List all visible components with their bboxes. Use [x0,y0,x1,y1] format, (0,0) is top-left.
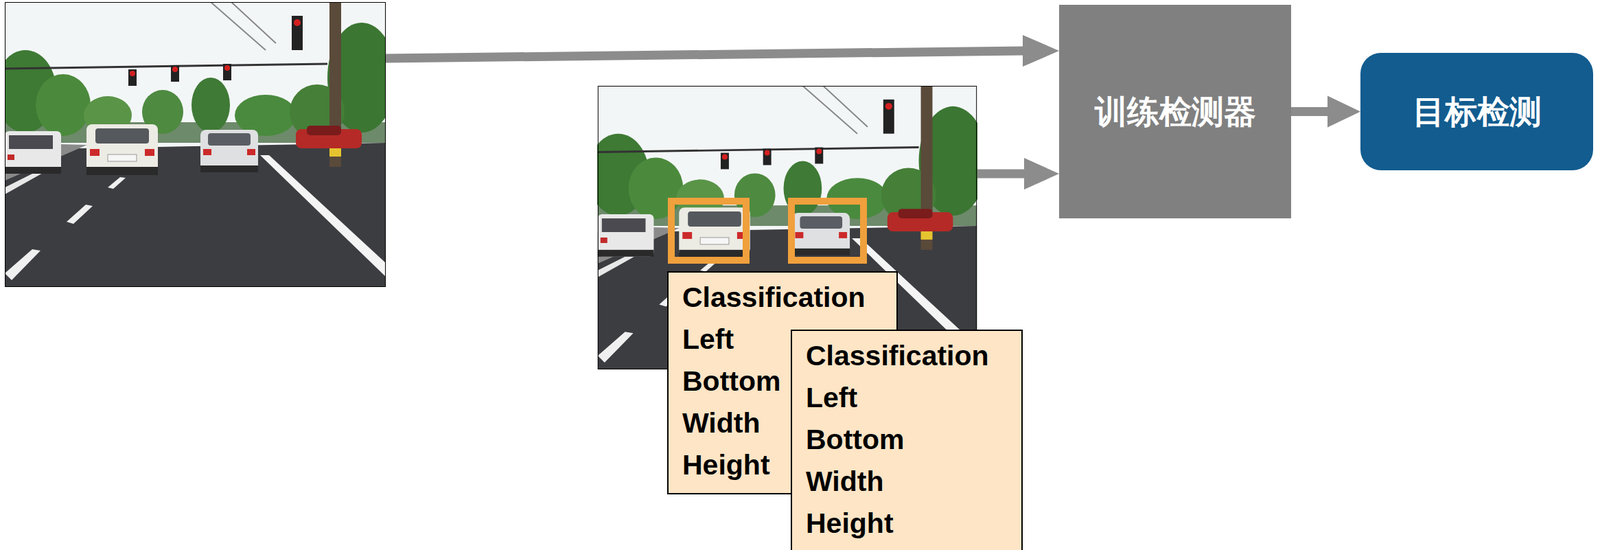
annotation-box: ClassificationLeftBottomWidthHeight [790,329,1023,550]
process-box: 训练检测器 [1059,4,1292,219]
bounding-box [791,201,864,261]
box-label: 训练检测器 [1094,92,1257,132]
field-name: Left [805,376,1015,419]
arrow-head [1024,157,1060,190]
field-name: Bottom [805,418,1015,461]
input-arrow [385,50,1025,59]
output-box: 目标检测 [1360,52,1594,171]
input-arrow [977,169,1027,179]
field-name: Classification [805,334,1015,377]
field-name: Width [805,460,1015,503]
flow-arrow [1291,107,1331,117]
arrow-head [1022,35,1060,67]
field-name: Classification [682,276,890,319]
road-photo [4,2,386,287]
field-name: Height [805,502,1015,545]
bounding-box [671,201,747,261]
arrow-head [1327,96,1361,128]
box-label: 目标检测 [1412,92,1542,132]
